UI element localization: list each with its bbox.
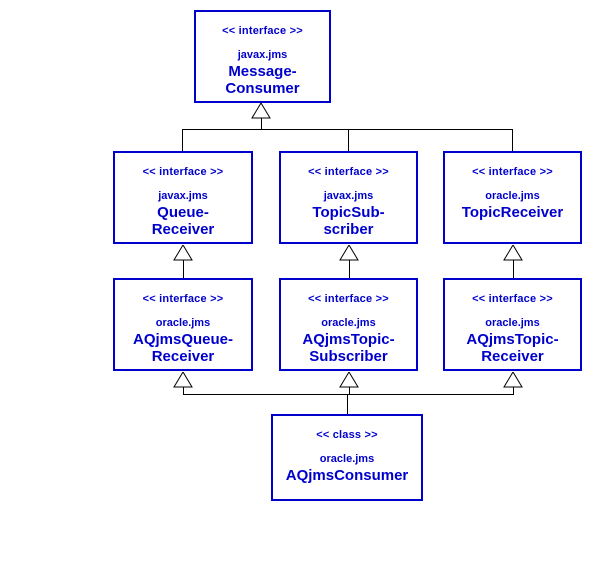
class-name-label: Queue- Receiver (151, 204, 215, 238)
class-box-queue-receiver[interactable]: << interface >> javax.jms Queue- Receive… (113, 151, 253, 244)
class-box-topic-receiver[interactable]: << interface >> oracle.jms TopicReceiver (443, 151, 582, 244)
class-box-topic-subscriber[interactable]: << interface >> javax.jms TopicSub- scri… (279, 151, 418, 244)
class-name-label: Message- Consumer (225, 63, 300, 97)
generalization-arrow-to-topic-subscriber (339, 245, 359, 261)
stereotype-label: << interface >> (308, 293, 389, 305)
connector-topic-subscriber-to-aqjms (349, 260, 350, 278)
connector-drop-topic-subscriber (348, 129, 349, 151)
realization-arrow-to-aqjms-queue-receiver (173, 372, 193, 388)
class-box-message-consumer[interactable]: << interface >> javax.jms Message- Consu… (194, 10, 331, 103)
package-label: javax.jms (237, 49, 288, 61)
class-name-label: TopicReceiver (461, 204, 564, 221)
stereotype-label: << interface >> (472, 293, 553, 305)
class-box-aqjms-topic-subscriber[interactable]: << interface >> oracle.jms AQjmsTopic- S… (279, 278, 418, 371)
connector-stem-top (261, 118, 262, 130)
connector-drop-topic-receiver (512, 129, 513, 151)
connector-stem-aqjms-queue-receiver (183, 387, 184, 395)
connector-drop-aqjms-consumer (347, 394, 348, 414)
stereotype-label: << interface >> (472, 166, 553, 178)
class-name-label: AQjmsTopic- Subscriber (302, 331, 395, 365)
connector-stem-aqjms-topic-subscriber (349, 387, 350, 395)
generalization-arrow-to-queue-receiver (173, 245, 193, 261)
generalization-arrow-to-message-consumer (251, 103, 271, 119)
connector-bus-top (182, 129, 513, 130)
class-name-label: AQjmsTopic- Receiver (466, 331, 559, 365)
class-name-label: TopicSub- scriber (312, 204, 385, 238)
stereotype-label: << interface >> (222, 25, 303, 37)
connector-bus-bottom (183, 394, 514, 395)
connector-drop-queue-receiver (182, 129, 183, 151)
stereotype-label: << interface >> (142, 166, 224, 178)
connector-stem-aqjms-topic-receiver (513, 387, 514, 395)
package-label: oracle.jms (485, 190, 540, 202)
connector-topic-receiver-to-aqjms (513, 260, 514, 278)
realization-arrow-to-aqjms-topic-receiver (503, 372, 523, 388)
connector-queue-receiver-to-aqjms (183, 260, 184, 278)
class-box-aqjms-consumer[interactable]: << class >> oracle.jms AQjmsConsumer (271, 414, 423, 501)
stereotype-label: << class >> (316, 429, 378, 441)
package-label: javax.jms (158, 190, 208, 202)
generalization-arrow-to-topic-receiver (503, 245, 523, 261)
class-box-aqjms-topic-receiver[interactable]: << interface >> oracle.jms AQjmsTopic- R… (443, 278, 582, 371)
stereotype-label: << interface >> (308, 166, 389, 178)
class-name-label: AQjmsConsumer (285, 467, 409, 484)
package-label: oracle.jms (319, 453, 375, 465)
realization-arrow-to-aqjms-topic-subscriber (339, 372, 359, 388)
class-name-label: AQjmsQueue- Receiver (132, 331, 234, 365)
package-label: oracle.jms (321, 317, 376, 329)
package-label: javax.jms (323, 190, 374, 202)
class-box-aqjms-queue-receiver[interactable]: << interface >> oracle.jms AQjmsQueue- R… (113, 278, 253, 371)
package-label: oracle.jms (155, 317, 211, 329)
stereotype-label: << interface >> (142, 293, 224, 305)
package-label: oracle.jms (485, 317, 540, 329)
